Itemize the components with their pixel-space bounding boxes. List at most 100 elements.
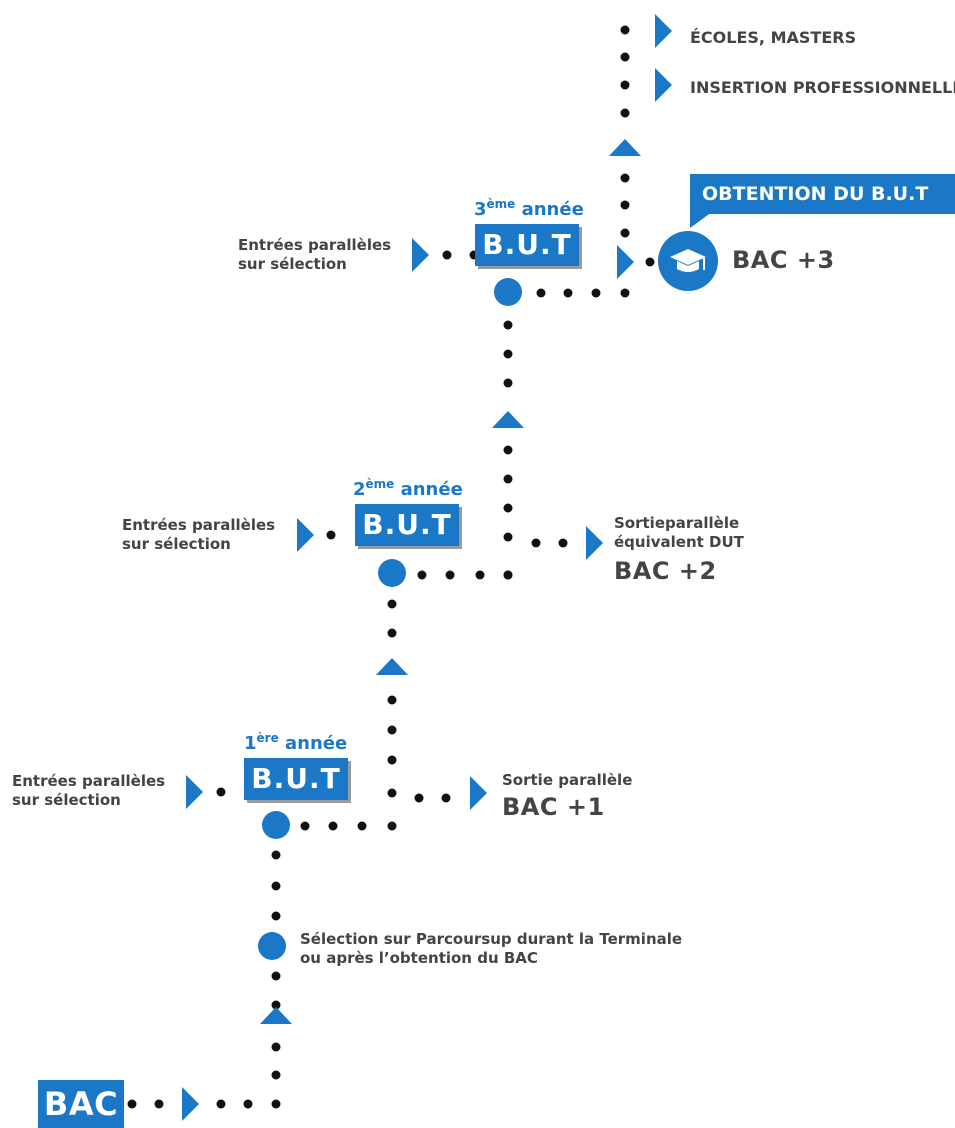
path-dot bbox=[475, 570, 485, 580]
path-dot bbox=[503, 570, 513, 580]
path-dot bbox=[300, 821, 310, 831]
path-dot bbox=[387, 788, 397, 798]
year3-num: 3 bbox=[474, 199, 487, 220]
path-dot bbox=[387, 821, 397, 831]
path-dot bbox=[503, 349, 513, 359]
path-dot bbox=[503, 474, 513, 484]
path-dot bbox=[620, 173, 630, 183]
year1-sup: ère bbox=[256, 731, 279, 745]
year2-node bbox=[378, 559, 406, 587]
entrees2-line1: Entrées parallèles bbox=[122, 516, 276, 534]
selection-node bbox=[258, 932, 286, 960]
year2-label: année bbox=[400, 479, 463, 500]
selection-line1: Sélection sur Parcoursup durant la Termi… bbox=[300, 930, 683, 948]
path-dot bbox=[442, 250, 452, 260]
sortie2-line1: Sortieparallèle bbox=[614, 514, 740, 532]
arrow-up-icon bbox=[260, 1007, 292, 1024]
path-dot bbox=[154, 1099, 164, 1109]
entrees3-line1: Entrées parallèles bbox=[238, 236, 392, 254]
path-dot bbox=[558, 538, 568, 548]
path-dot bbox=[645, 257, 655, 267]
graduation-cap-icon bbox=[670, 249, 706, 272]
path-dot bbox=[387, 755, 397, 765]
bac1-label: BAC +1 bbox=[502, 793, 605, 821]
path-dot bbox=[357, 821, 367, 831]
path-dot bbox=[620, 108, 630, 118]
arrow-right-icon bbox=[412, 238, 429, 272]
path-dot bbox=[441, 793, 451, 803]
arrow-up-icon bbox=[492, 411, 524, 428]
arrow-right-icon bbox=[186, 775, 203, 809]
path-dot bbox=[620, 288, 630, 298]
path-dot bbox=[563, 288, 573, 298]
sortie2-line2: équivalent DUT bbox=[614, 533, 744, 551]
arrow-right-icon bbox=[470, 776, 487, 810]
year1-but-box: B.U.T bbox=[244, 758, 348, 800]
bac2-label: BAC +2 bbox=[614, 557, 717, 585]
year2-but-box: B.U.T bbox=[355, 504, 459, 546]
insertion-label: INSERTION PROFESSIONNELLE bbox=[690, 78, 955, 97]
path-dot bbox=[271, 1000, 281, 1010]
path-dot bbox=[536, 288, 546, 298]
path-dot bbox=[417, 570, 427, 580]
path-dot bbox=[271, 1099, 281, 1109]
arrow-right-icon bbox=[617, 245, 634, 279]
path-dot bbox=[271, 911, 281, 921]
year3-but-box: B.U.T bbox=[475, 224, 579, 266]
entrees1-line1: Entrées parallèles bbox=[12, 772, 166, 790]
year2-num: 2 bbox=[353, 479, 366, 500]
path-dot bbox=[620, 200, 630, 210]
year3-title: 3ème année bbox=[474, 197, 584, 220]
arrow-right-icon bbox=[655, 14, 672, 48]
year1-node bbox=[262, 811, 290, 839]
arrow-up-icon bbox=[376, 658, 408, 675]
path-dot bbox=[271, 881, 281, 891]
path-dot bbox=[503, 503, 513, 513]
path-dot bbox=[387, 695, 397, 705]
path-dot bbox=[531, 538, 541, 548]
path-dot bbox=[620, 52, 630, 62]
path-dot bbox=[328, 821, 338, 831]
bac-box: BAC bbox=[38, 1080, 124, 1128]
path-dot bbox=[216, 1099, 226, 1109]
path-dot bbox=[387, 628, 397, 638]
path-dot bbox=[620, 25, 630, 35]
selection-line2: ou après l’obtention du BAC bbox=[300, 949, 538, 967]
year1-label: année bbox=[285, 733, 348, 754]
arrow-right-icon bbox=[182, 1087, 199, 1121]
path-dot bbox=[271, 850, 281, 860]
path-dot bbox=[620, 228, 630, 238]
path-dot bbox=[445, 570, 455, 580]
year1-num: 1 bbox=[244, 733, 257, 754]
path-dot bbox=[591, 288, 601, 298]
path-dot bbox=[243, 1099, 253, 1109]
year2-sup: ème bbox=[365, 477, 395, 491]
path-dot bbox=[216, 787, 226, 797]
entrees1-line2: sur sélection bbox=[12, 791, 121, 809]
year3-sup: ème bbox=[486, 197, 516, 211]
bac3-label: BAC +3 bbox=[732, 246, 835, 274]
ecoles-masters-label: ÉCOLES, MASTERS bbox=[690, 28, 857, 47]
arrow-right-icon bbox=[586, 526, 603, 560]
path-dot bbox=[387, 725, 397, 735]
path-dot bbox=[326, 530, 336, 540]
path-dot bbox=[620, 80, 630, 90]
path-dot bbox=[503, 532, 513, 542]
year2-title: 2ème année bbox=[353, 477, 463, 500]
year3-node bbox=[494, 278, 522, 306]
arrow-up-icon bbox=[609, 139, 641, 156]
path-dot bbox=[414, 793, 424, 803]
year3-label: année bbox=[521, 199, 584, 220]
path-dot bbox=[271, 971, 281, 981]
path-dot bbox=[387, 599, 397, 609]
entrees2-line2: sur sélection bbox=[122, 535, 231, 553]
entrees3-line2: sur sélection bbox=[238, 255, 347, 273]
arrow-right-icon bbox=[655, 68, 672, 102]
path-dot bbox=[271, 1042, 281, 1052]
path-dot bbox=[503, 445, 513, 455]
path-dot bbox=[503, 378, 513, 388]
sortie1-line1: Sortie parallèle bbox=[502, 771, 633, 789]
arrow-right-icon bbox=[297, 518, 314, 552]
